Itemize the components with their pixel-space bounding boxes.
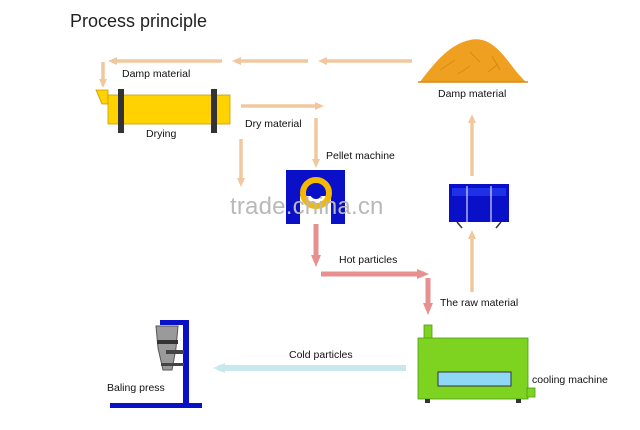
hot-particles-label: Hot particles: [339, 254, 398, 266]
damp-material-pile: [418, 39, 528, 83]
cold-particles-label: Cold particles: [289, 349, 353, 361]
damp-material-label-top: Damp material: [122, 68, 191, 80]
dryer-drum: [95, 89, 231, 133]
hot-particles-arrows: [311, 224, 433, 315]
damp-material-return-arrows: [99, 57, 412, 88]
diagram-title: Process principle: [70, 11, 208, 31]
damp-material-label-pile: Damp material: [438, 88, 507, 100]
pellet-machine-label: Pellet machine: [326, 150, 395, 162]
pellet-machine: [286, 170, 345, 224]
raw-material-label: The raw material: [440, 297, 519, 309]
dry-material-label: Dry material: [245, 118, 302, 130]
cooling-machine: [417, 324, 536, 403]
drying-label: Drying: [146, 128, 177, 140]
baling-press-label: Baling press: [107, 382, 165, 394]
baling-press: [110, 320, 202, 408]
raw-material-feeder: [449, 184, 509, 229]
watermark: trade.china.cn: [230, 193, 384, 220]
dry-material-arrows: [237, 102, 324, 187]
cooling-machine-label: cooling machine: [532, 374, 608, 386]
